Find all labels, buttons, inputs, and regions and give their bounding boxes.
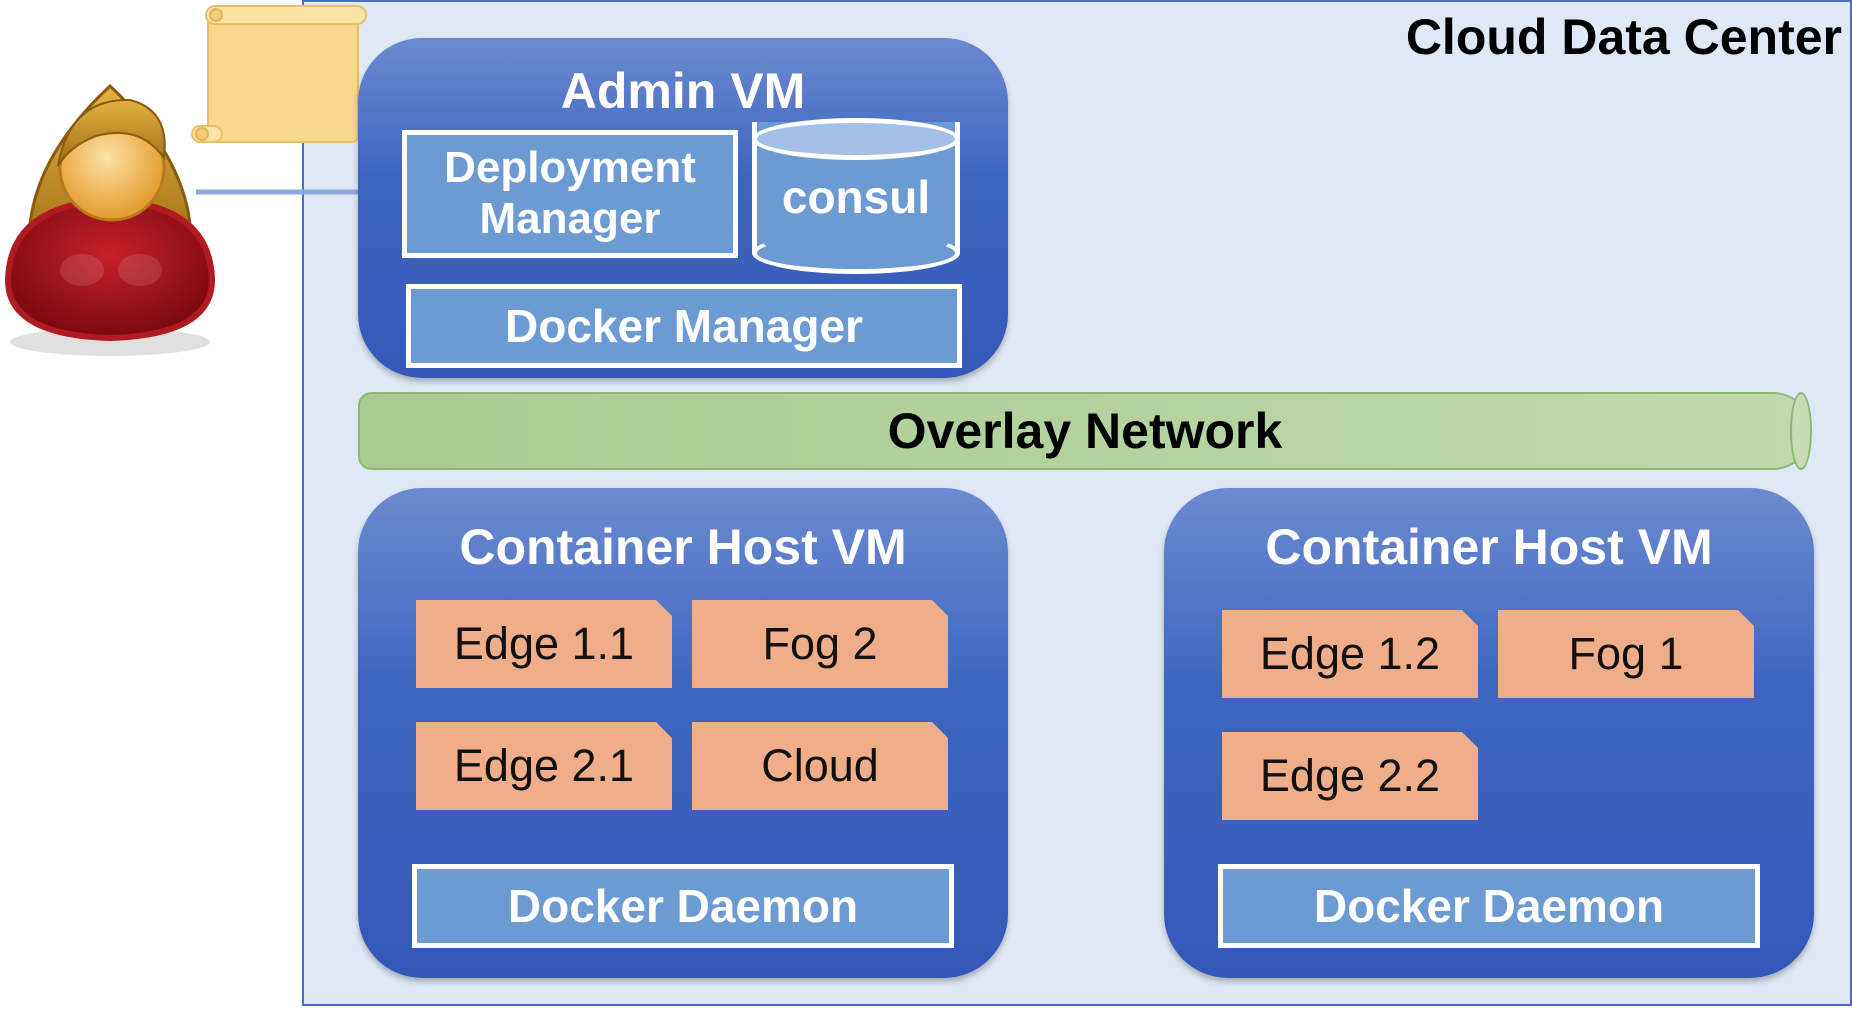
overlay-network-label: Overlay Network <box>887 403 1283 459</box>
container-fog-1-label: Fog 1 <box>1568 628 1684 679</box>
container-edge-1-2-label: Edge 1.2 <box>1259 628 1441 679</box>
container-edge-1-2: Edge 1.2 <box>1222 610 1478 698</box>
docker-manager-box: Docker Manager <box>406 284 962 368</box>
container-edge-2-2: Edge 2.2 <box>1222 732 1478 820</box>
overlay-network-cap <box>1790 392 1812 470</box>
deployment-manager-box: Deployment Manager <box>402 130 738 258</box>
container-edge-2-1-label: Edge 2.1 <box>453 740 635 791</box>
docker-daemon-label-1: Docker Daemon <box>507 879 859 932</box>
container-host-vm-2-title: Container Host VM <box>1265 519 1713 575</box>
container-cloud: Cloud <box>692 722 948 810</box>
consul-cylinder-bottom <box>752 232 960 274</box>
scroll-icon <box>191 5 367 143</box>
deployment-manager-label-line2: Manager <box>479 194 661 243</box>
container-fog-1: Fog 1 <box>1498 610 1754 698</box>
container-edge-1-1: Edge 1.1 <box>416 600 672 688</box>
user-icon <box>4 83 216 356</box>
container-edge-2-2-label: Edge 2.2 <box>1259 750 1441 801</box>
admin-vm-title: Admin VM <box>560 63 806 119</box>
consul-label: consul <box>781 171 931 223</box>
container-edge-1-1-label: Edge 1.1 <box>453 618 635 669</box>
container-cloud-label: Cloud <box>761 740 879 791</box>
docker-manager-label: Docker Manager <box>505 299 863 352</box>
container-fog-2-label: Fog 2 <box>762 618 878 669</box>
docker-daemon-label-2: Docker Daemon <box>1313 879 1665 932</box>
docker-daemon-box-2: Docker Daemon <box>1218 864 1760 948</box>
cloud-data-center-title: Cloud Data Center <box>1405 9 1842 65</box>
container-edge-2-1: Edge 2.1 <box>416 722 672 810</box>
overlay-network: Overlay Network <box>358 392 1812 470</box>
docker-daemon-box-1: Docker Daemon <box>412 864 954 948</box>
consul-cylinder-top <box>752 118 960 160</box>
deployment-manager-label-line1: Deployment <box>444 143 696 193</box>
container-host-vm-1-title: Container Host VM <box>459 519 907 575</box>
container-fog-2: Fog 2 <box>692 600 948 688</box>
